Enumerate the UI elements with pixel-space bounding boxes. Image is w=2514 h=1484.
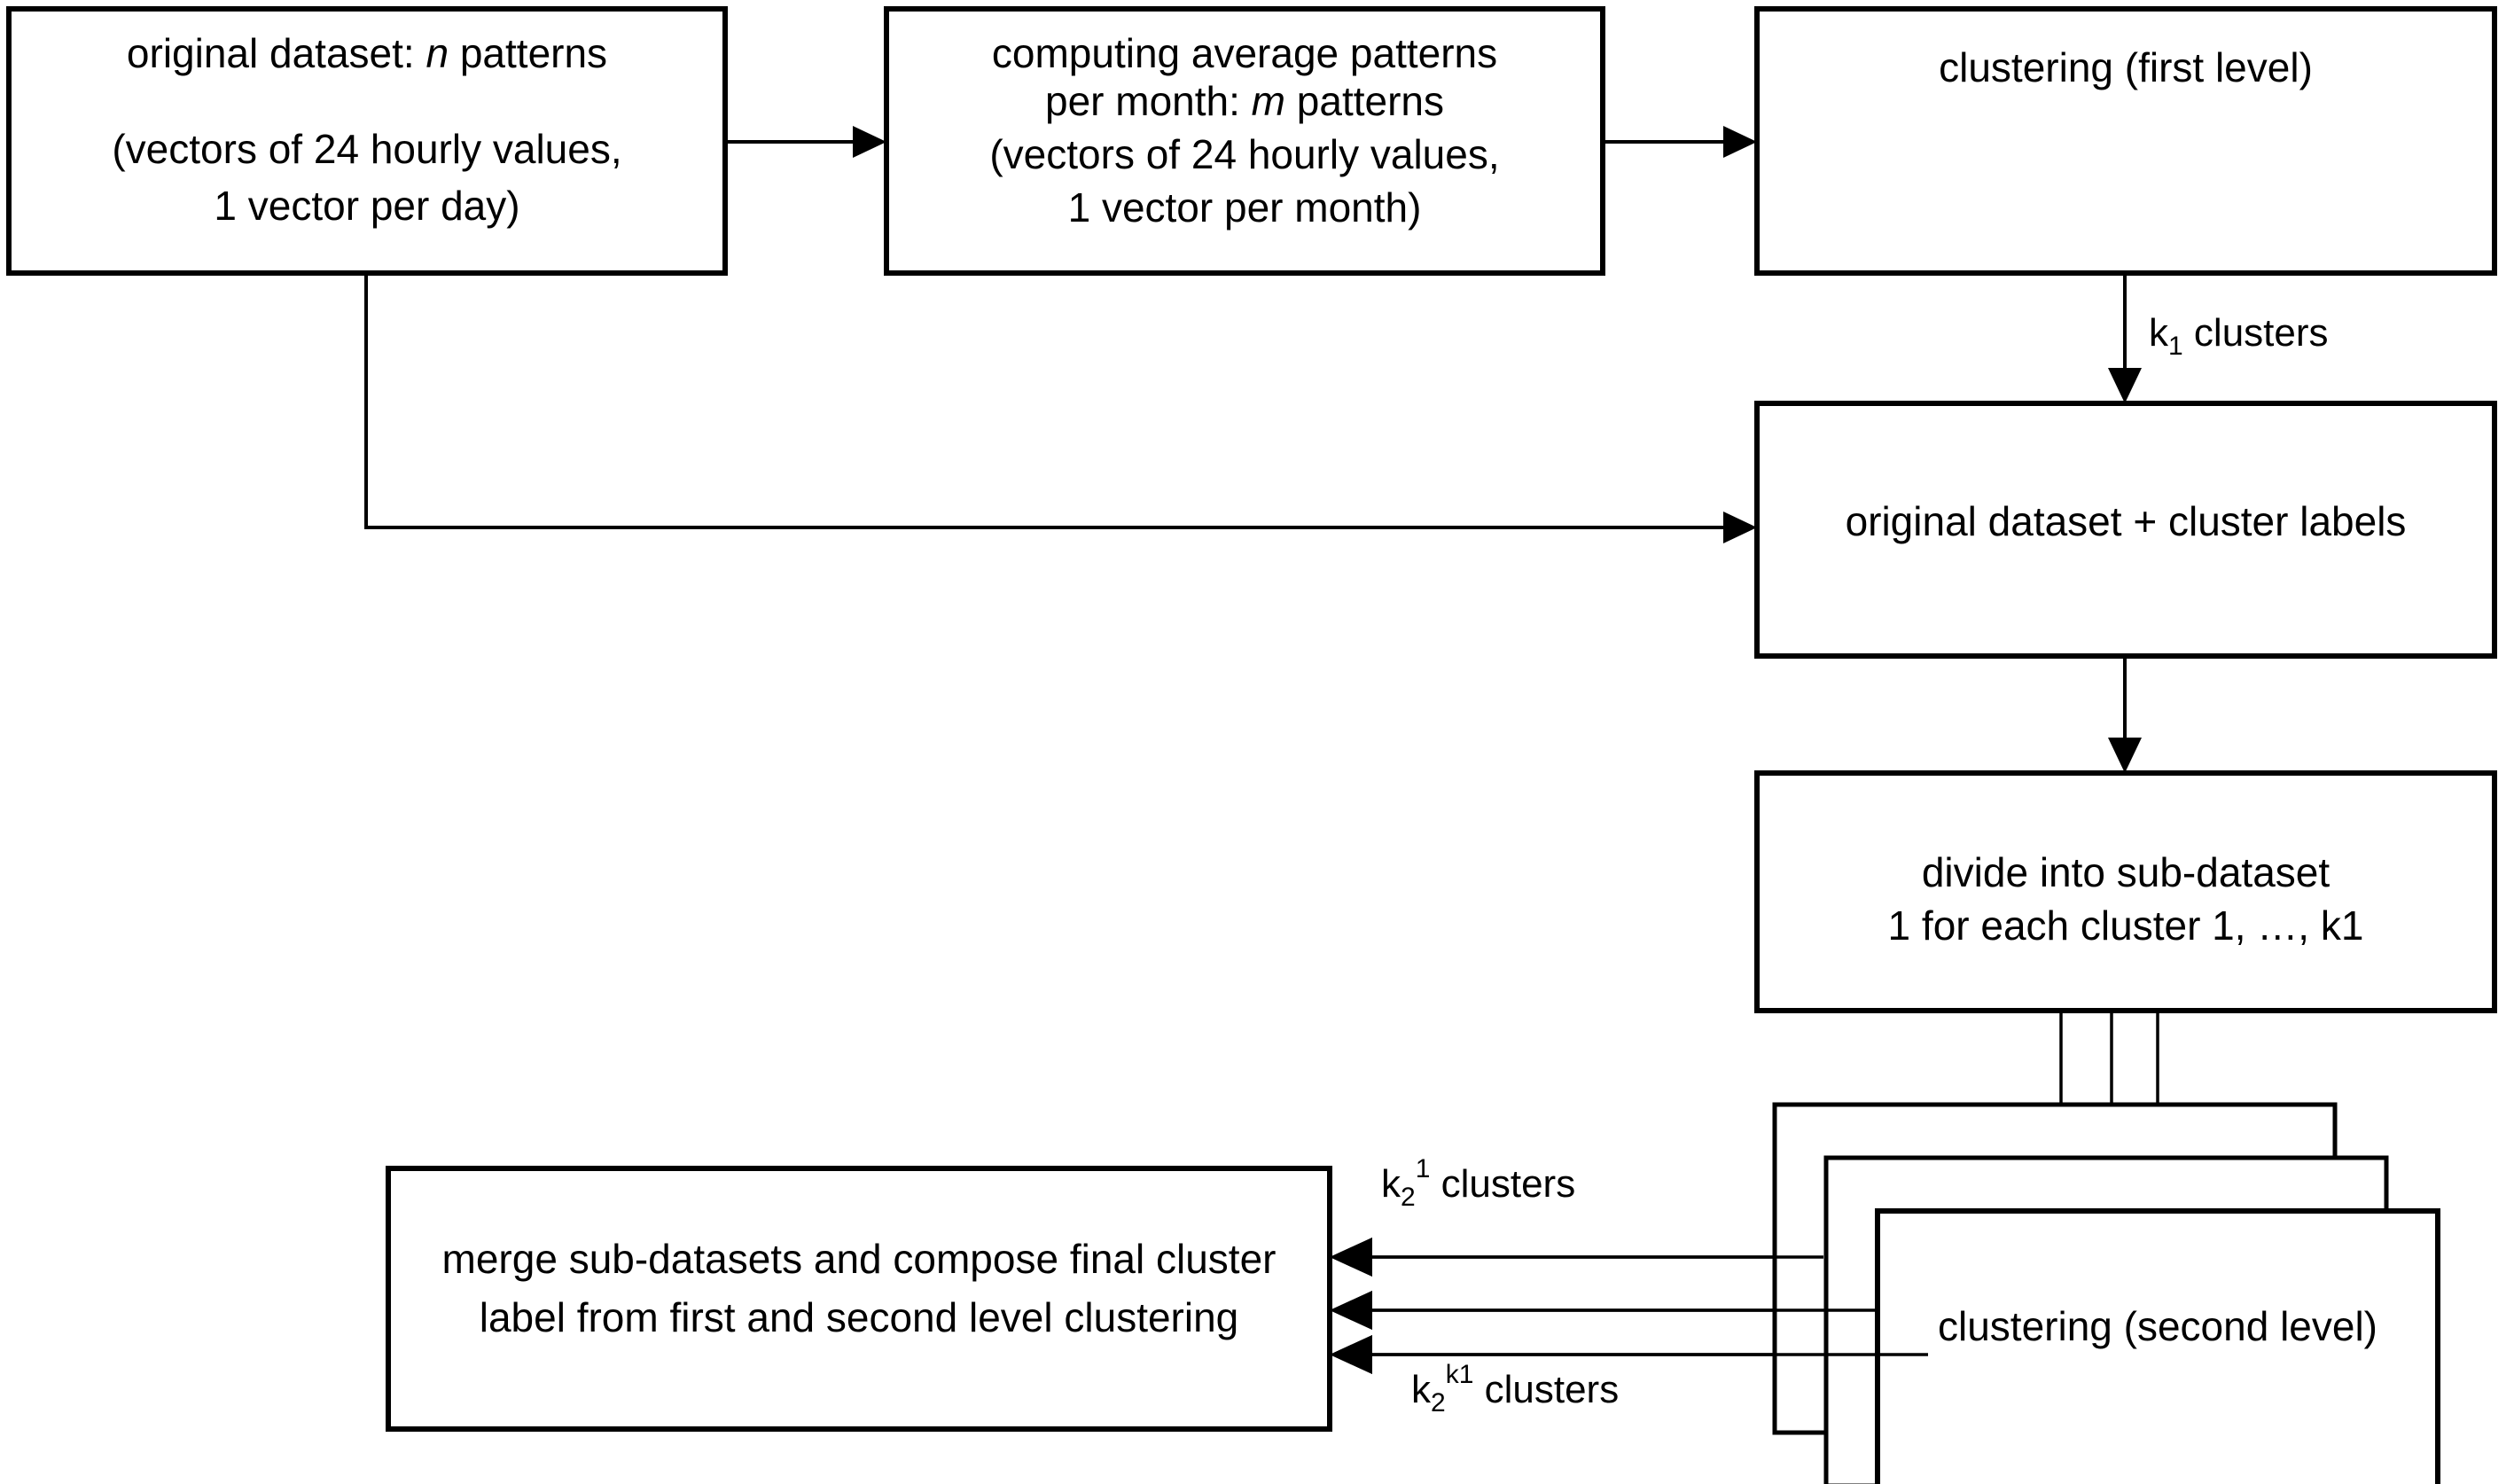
divide-sub-dataset-line1: divide into sub-dataset	[1922, 849, 2331, 895]
original-dataset-line2: (vectors of 24 hourly values,	[112, 126, 621, 172]
connector-original-to-dataset-labels	[364, 273, 1757, 543]
divide-sub-dataset-line2: 1 for each cluster 1, …, k1	[1888, 902, 2364, 949]
clustering-second-level-box-front	[1875, 1208, 2440, 1484]
divide-sub-dataset-box	[1754, 770, 2497, 1013]
original-dataset-line3: 1 vector per day)	[214, 183, 519, 229]
average-patterns-line3: (vectors of 24 hourly values,	[989, 131, 1499, 177]
clustering-second-level-label: clustering (second level)	[1938, 1303, 2377, 1349]
connector-average-to-clustering1	[1601, 126, 1757, 158]
original-dataset-line1: original dataset: n patterns	[127, 30, 607, 76]
connector-dataset-labels-to-divide	[2108, 656, 2142, 773]
connector-stack1-to-merge	[1330, 1204, 1825, 1277]
dataset-with-labels-box	[1754, 401, 2497, 659]
edge-label-k1-clusters: k1 clusters	[2149, 311, 2329, 361]
connector-original-to-average	[725, 126, 886, 158]
edge-label-k2-1-clusters: k21 clusters	[1381, 1154, 1575, 1212]
average-patterns-line1: computing average patterns	[992, 30, 1497, 76]
average-patterns-box	[884, 6, 1605, 276]
clustering-first-level-label: clustering (first level)	[1939, 44, 2313, 90]
merge-sub-datasets-line2: label from first and second level cluste…	[480, 1294, 1239, 1340]
merge-sub-datasets-box	[386, 1166, 1332, 1432]
clustering-first-level-box	[1754, 6, 2497, 276]
merge-sub-datasets-line1: merge sub-datasets and compose final clu…	[442, 1236, 1277, 1282]
connector-overlay-stack-returns	[1330, 1238, 1928, 1374]
average-patterns-line2: per month: m patterns	[1045, 78, 1444, 124]
original-dataset-box	[6, 6, 728, 276]
connector-clustering1-to-dataset-labels	[2108, 273, 2142, 403]
dataset-with-labels-label: original dataset + cluster labels	[1846, 498, 2407, 544]
average-patterns-line4: 1 vector per month)	[1068, 184, 1422, 230]
edge-label-k2-k1-clusters: k2k1 clusters	[1411, 1360, 1619, 1418]
